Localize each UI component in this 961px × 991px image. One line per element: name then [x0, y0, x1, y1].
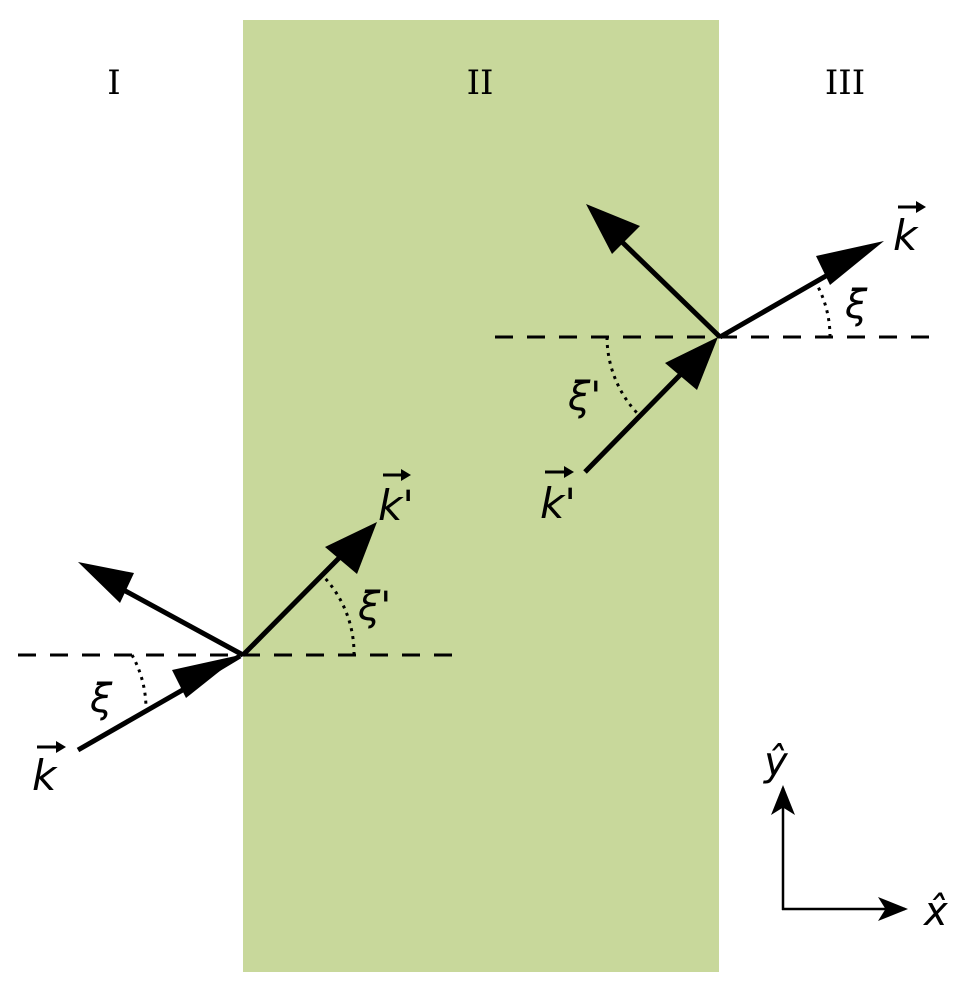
- angle-arc-xi-prime-lower: [321, 574, 356, 656]
- label-k-prime-second: k': [540, 466, 576, 528]
- incident-ray: [76, 653, 242, 753]
- k-incident-text: k: [32, 751, 58, 800]
- label-k-incident: k: [32, 741, 66, 800]
- label-xi-transmitted: ξ: [844, 282, 868, 328]
- coordinate-axes: ŷ x̂: [763, 739, 948, 935]
- label-xi-incident: ξ: [89, 676, 113, 722]
- label-xi-prime-lower: ξ': [357, 584, 391, 630]
- reflected-arrowhead-lower: [78, 562, 134, 603]
- region-label-i: I: [107, 63, 120, 103]
- k-prime-second-text: k': [540, 479, 576, 528]
- reflected-ray-lower: [78, 562, 245, 658]
- region-label-ii: II: [467, 63, 494, 103]
- label-k-prime-inside: k': [378, 469, 414, 530]
- incident-arrowhead-upper: [665, 337, 718, 390]
- angle-arc-xi-transmitted: [814, 282, 832, 338]
- angle-arc-xi-prime-upper: [605, 336, 640, 416]
- region-label-iii: III: [825, 63, 865, 103]
- reflected-arrowhead-upper: [586, 204, 640, 254]
- label-xi-prime-upper: ξ': [567, 374, 601, 420]
- angle-arc-xi-incident: [130, 654, 148, 709]
- k-transmitted-text: k: [893, 211, 919, 260]
- refracted-arrowhead-lower: [325, 522, 377, 574]
- transmitted-ray: [718, 241, 884, 340]
- y-axis-label: ŷ: [763, 739, 789, 785]
- x-axis-label: x̂: [922, 889, 948, 935]
- incident-ray-upper: [583, 337, 718, 474]
- transmitted-arrowhead: [816, 241, 884, 285]
- refracted-ray-lower: [241, 522, 377, 657]
- k-prime-inside-text: k': [378, 481, 414, 530]
- label-k-transmitted: k: [893, 201, 926, 260]
- slab-region-ii: [243, 20, 719, 972]
- reflected-ray-upper: [586, 204, 722, 339]
